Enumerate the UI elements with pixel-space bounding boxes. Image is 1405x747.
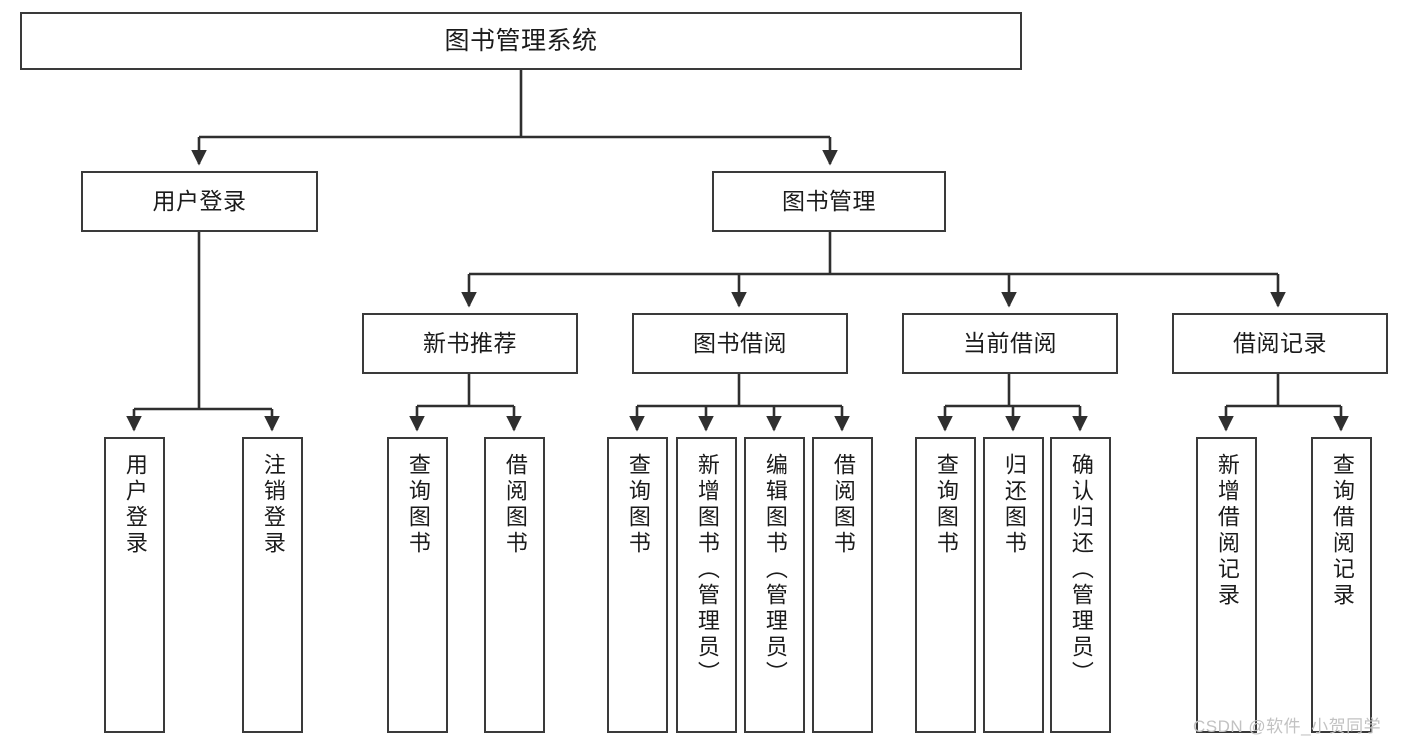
node-label: 查询图书 (625, 453, 651, 557)
node-label: 图书管理系统 (444, 27, 598, 55)
leaf-confirm-return-admin[interactable]: 确认归还（管理员） (1050, 437, 1111, 733)
node-label: 确认归还（管理员） (1068, 453, 1094, 687)
node-label: 当前借阅 (963, 329, 1057, 356)
node-label: 用户登录 (152, 187, 247, 214)
node-label: 借阅图书 (502, 453, 528, 557)
node-root-book-management-system[interactable]: 图书管理系统 (20, 12, 1022, 70)
node-book-management[interactable]: 图书管理 (712, 171, 946, 232)
leaf-query-book-borrow[interactable]: 查询图书 (607, 437, 668, 733)
node-user-login[interactable]: 用户登录 (81, 171, 318, 232)
leaf-query-borrow-record[interactable]: 查询借阅记录 (1311, 437, 1372, 733)
leaf-query-book-current[interactable]: 查询图书 (915, 437, 976, 733)
leaf-query-book-recommend[interactable]: 查询图书 (387, 437, 448, 733)
node-label: 新增借阅记录 (1214, 453, 1240, 609)
node-label: 查询图书 (933, 453, 959, 557)
leaf-borrow-book-recommend[interactable]: 借阅图书 (484, 437, 545, 733)
node-label: 借阅记录 (1233, 329, 1327, 356)
node-label: 编辑图书（管理员） (762, 453, 788, 687)
node-label: 图书借阅 (693, 329, 787, 356)
node-label: 新书推荐 (423, 329, 517, 356)
leaf-add-borrow-record[interactable]: 新增借阅记录 (1196, 437, 1257, 733)
node-label: 图书管理 (782, 187, 876, 214)
csdn-watermark: CSDN @软件_小贺同学 (1193, 717, 1382, 736)
leaf-edit-book-admin[interactable]: 编辑图书（管理员） (744, 437, 805, 733)
leaf-logout[interactable]: 注销登录 (242, 437, 303, 733)
node-label: 借阅图书 (830, 453, 856, 557)
leaf-borrow-book[interactable]: 借阅图书 (812, 437, 873, 733)
node-new-book-recommend[interactable]: 新书推荐 (362, 313, 578, 374)
node-borrow-record[interactable]: 借阅记录 (1172, 313, 1388, 374)
leaf-user-login[interactable]: 用户登录 (104, 437, 165, 733)
node-label: 用户登录 (122, 453, 148, 557)
leaf-add-book-admin[interactable]: 新增图书（管理员） (676, 437, 737, 733)
node-label: 归还图书 (1001, 453, 1027, 557)
node-current-borrow[interactable]: 当前借阅 (902, 313, 1118, 374)
leaf-return-book[interactable]: 归还图书 (983, 437, 1044, 733)
node-book-borrow[interactable]: 图书借阅 (632, 313, 848, 374)
node-label: 查询借阅记录 (1329, 453, 1355, 609)
node-label: 查询图书 (405, 453, 431, 557)
node-label: 注销登录 (260, 453, 286, 557)
node-label: 新增图书（管理员） (694, 453, 720, 687)
